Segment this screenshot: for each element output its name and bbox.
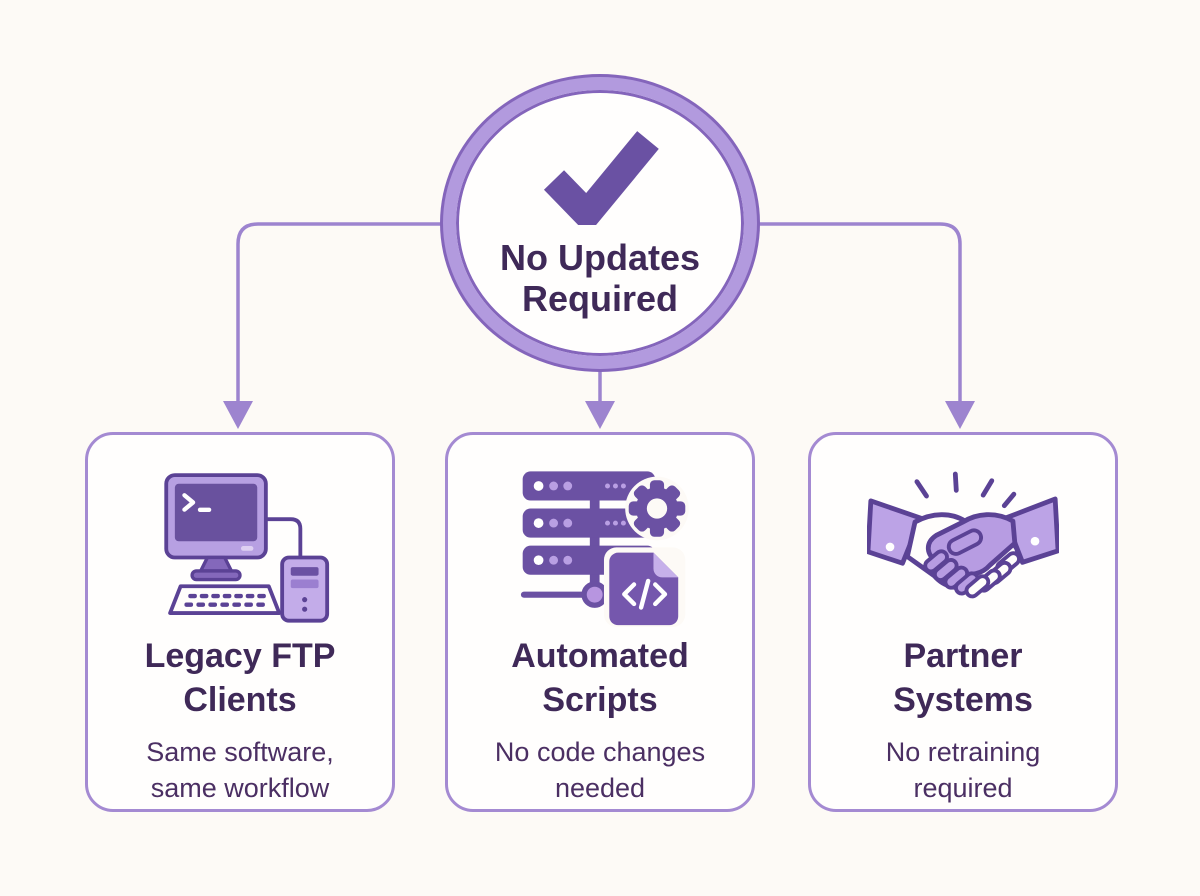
arrowhead-middle-icon <box>585 401 615 429</box>
desktop-computer-icon <box>164 473 330 623</box>
gear-icon <box>628 479 686 537</box>
connector-left <box>236 222 451 403</box>
connector-right <box>749 222 962 403</box>
code-file-icon <box>609 552 679 625</box>
hub-title: No Updates Required <box>499 236 701 319</box>
checkmark-icon <box>543 130 659 225</box>
card-subtitle: Same software, same workflow <box>146 737 334 804</box>
arrowhead-right-icon <box>945 401 975 429</box>
card-subtitle: No code changes needed <box>494 737 706 804</box>
card-partner-systems: Partner Systems No retraining required <box>808 432 1118 812</box>
card-automated-scripts: Automated Scripts No code changes needed <box>445 432 755 812</box>
card-icon-area <box>811 465 1115 627</box>
card-icon-area <box>448 465 752 627</box>
server-automation-icon <box>520 470 689 627</box>
card-title: Legacy FTP Clients <box>144 637 336 719</box>
arrowhead-left-icon <box>223 401 253 429</box>
card-title: Automated Scripts <box>511 637 689 719</box>
handshake-icon <box>867 471 1059 599</box>
hub-circle: No Updates Required <box>443 77 757 369</box>
card-subtitle: No retraining required <box>885 737 1041 804</box>
card-legacy-ftp-clients: Legacy FTP Clients Same software, same w… <box>85 432 395 812</box>
card-icon-area <box>88 465 392 627</box>
card-title: Partner Systems <box>893 637 1033 719</box>
